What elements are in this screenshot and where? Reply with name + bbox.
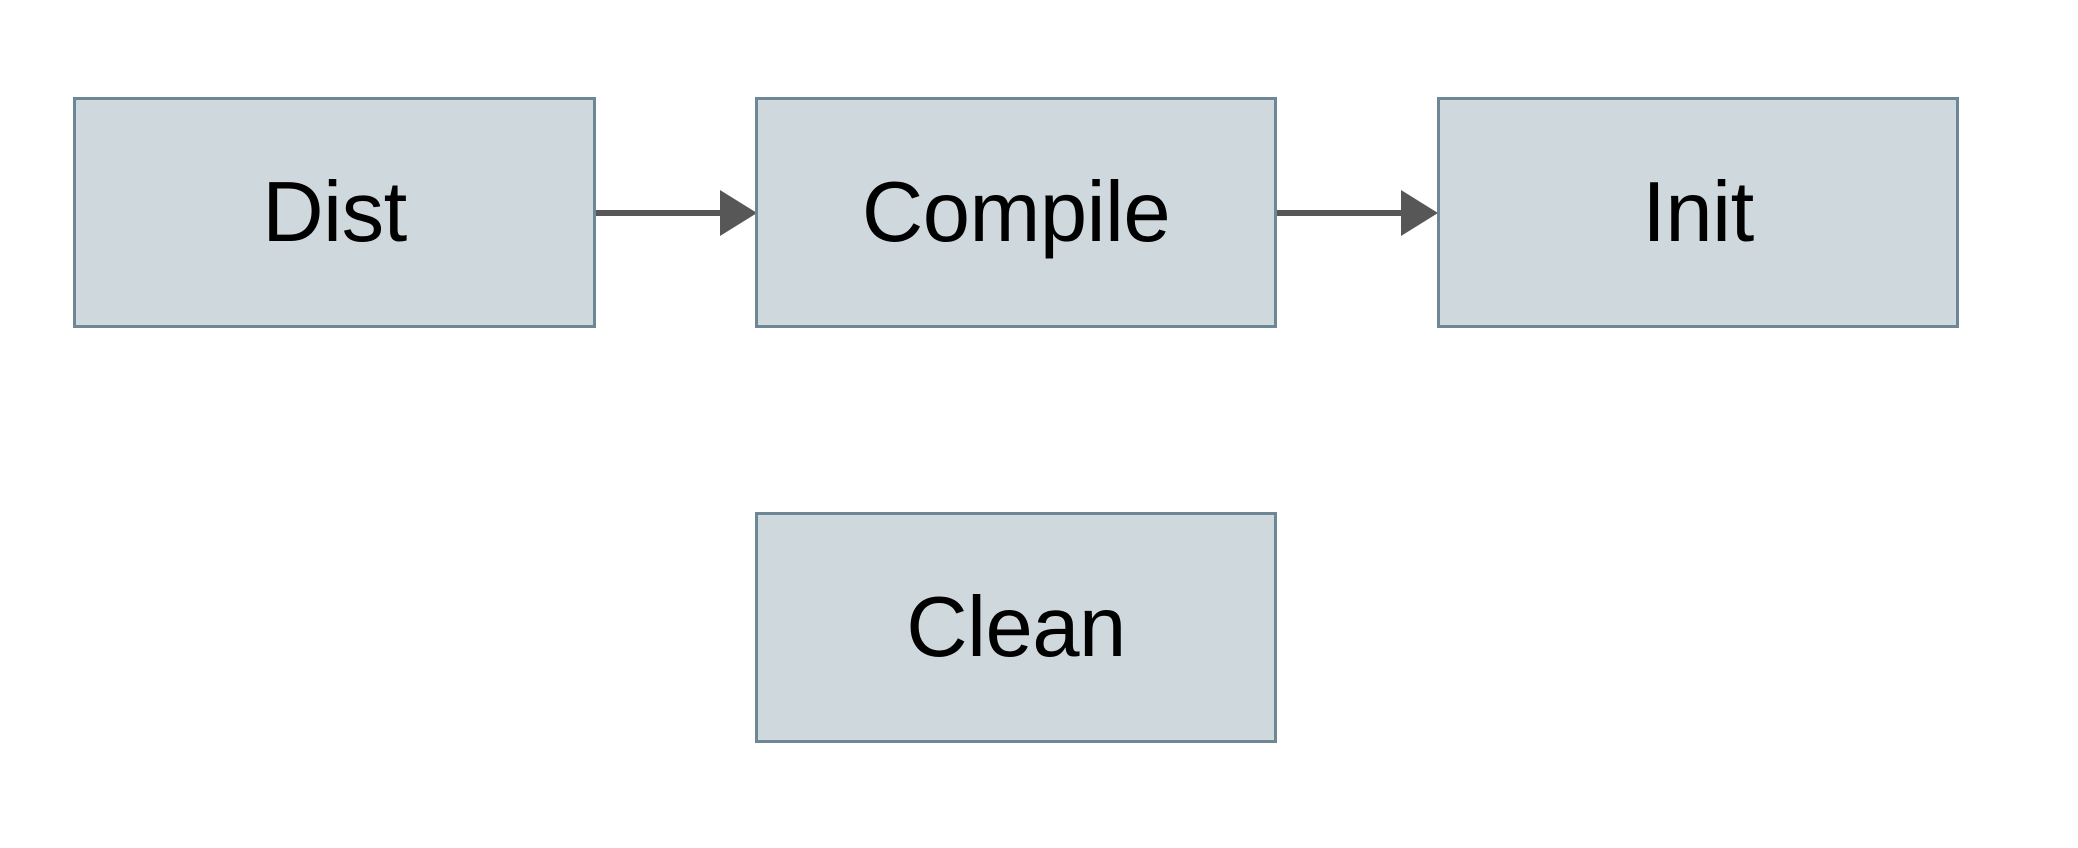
- node-dist[interactable]: Dist: [73, 97, 596, 328]
- node-clean-label: Clean: [906, 580, 1126, 675]
- node-compile[interactable]: Compile: [755, 97, 1277, 328]
- edge-dist-to-compile-path: [596, 190, 757, 236]
- edge-dist-to-compile[interactable]: [596, 190, 757, 236]
- node-clean[interactable]: Clean: [755, 512, 1277, 743]
- edge-compile-to-init-path: [1277, 190, 1438, 236]
- node-init[interactable]: Init: [1437, 97, 1959, 328]
- node-dist-label: Dist: [262, 165, 407, 260]
- node-init-label: Init: [1642, 165, 1754, 260]
- node-compile-label: Compile: [861, 165, 1171, 260]
- edge-compile-to-init[interactable]: [1277, 190, 1438, 236]
